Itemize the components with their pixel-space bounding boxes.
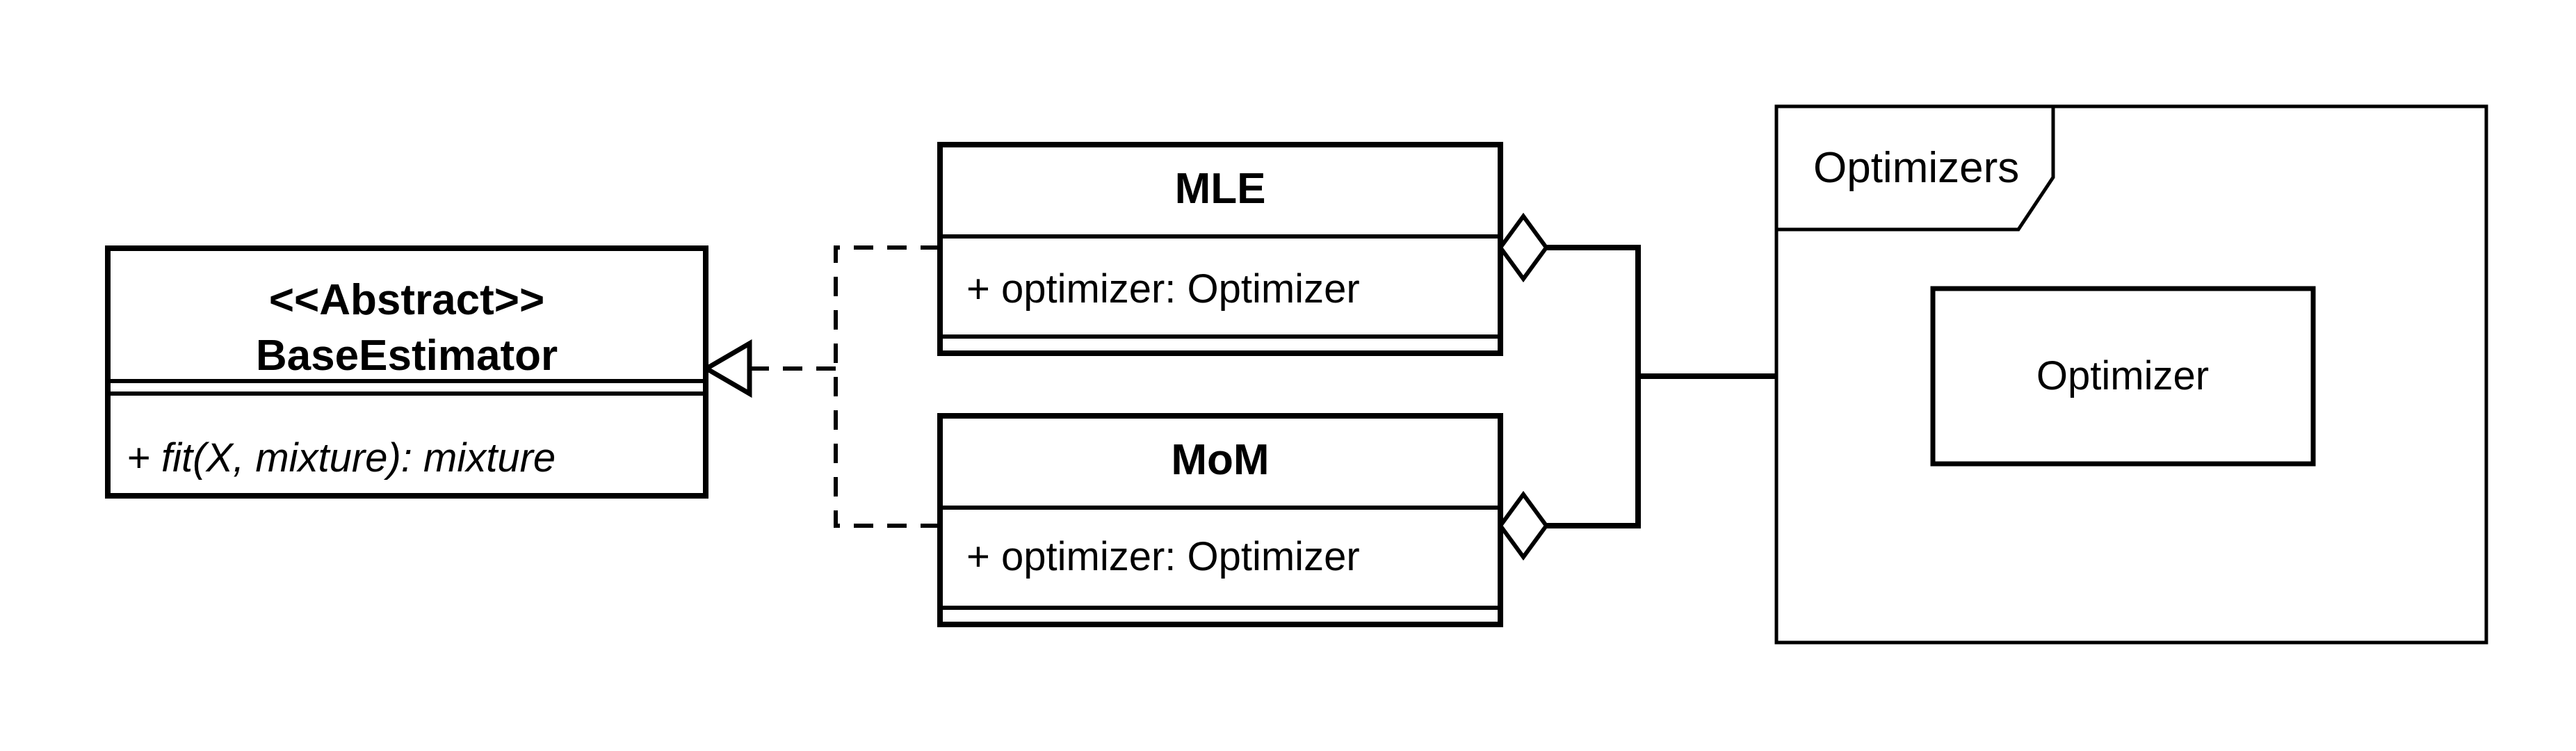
class-method: + fit(X, mixture): mixture	[127, 435, 556, 481]
aggregation-diamond-mom-icon	[1498, 490, 1549, 561]
package-name: Optimizers	[1813, 144, 2019, 192]
class-attribute: + optimizer: Optimizer	[966, 534, 1360, 579]
aggregation-solid-path	[1545, 245, 1641, 528]
class-box	[105, 245, 708, 499]
class-attribute: + optimizer: Optimizer	[966, 266, 1360, 312]
class-stereotype: <<Abstract>>	[269, 276, 544, 324]
realization-connector	[702, 245, 940, 528]
aggregation-diamond-mle-icon	[1498, 212, 1549, 283]
class-name: BaseEstimator	[256, 332, 558, 380]
hollow-triangle-arrowhead-icon	[702, 339, 752, 398]
class-optimizer: Optimizer	[1930, 286, 2316, 467]
class-mle: MLE + optimizer: Optimizer	[937, 142, 1503, 356]
class-name: MLE	[1175, 165, 1266, 213]
class-name: Optimizer	[2036, 353, 2209, 398]
class-base-estimator: <<Abstract>> BaseEstimator + fit(X, mixt…	[105, 245, 708, 499]
class-name: MoM	[1171, 436, 1269, 484]
package-tab	[1774, 104, 2055, 232]
class-mom: MoM + optimizer: Optimizer	[937, 413, 1503, 627]
class-box	[1930, 286, 2316, 467]
package-optimizers: Optimizers Optimizer	[1774, 104, 2488, 645]
realization-dashed-path	[834, 245, 940, 528]
class-box	[937, 142, 1503, 356]
class-box	[937, 413, 1503, 627]
